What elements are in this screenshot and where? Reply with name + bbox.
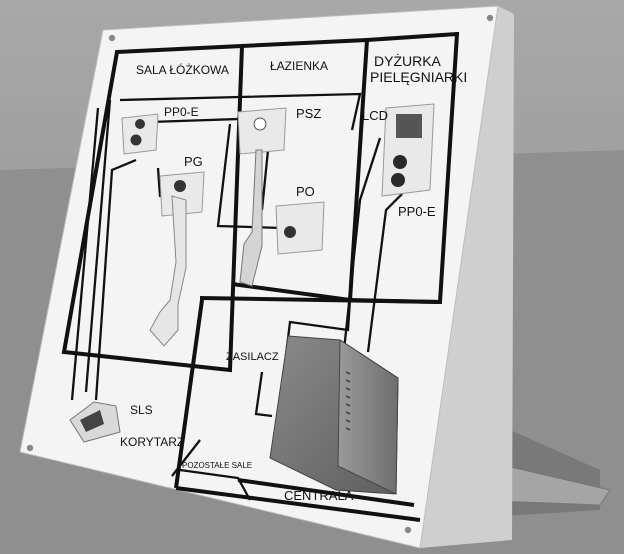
label-sala: SALA ŁÓŻKOWA bbox=[136, 62, 229, 77]
screw bbox=[404, 526, 412, 534]
label-sls: SLS bbox=[130, 403, 153, 417]
label-pp0e-sala: PP0-E bbox=[164, 105, 199, 119]
device-lcd-panel bbox=[381, 103, 435, 197]
wires bbox=[70, 92, 403, 501]
device-psz bbox=[237, 107, 287, 287]
device-pg bbox=[149, 171, 205, 347]
room-outlines bbox=[61, 31, 460, 522]
device-sls-lamp bbox=[69, 401, 121, 443]
label-psz: PSZ bbox=[296, 106, 321, 121]
label-dyzurka-2: PIELĘGNIARKI bbox=[370, 69, 467, 85]
label-lcd: LCD bbox=[362, 108, 388, 123]
label-pg: PG bbox=[184, 154, 203, 169]
board-panel bbox=[19, 5, 499, 549]
label-centrala: CENTRALA bbox=[284, 488, 354, 503]
screw bbox=[26, 444, 34, 452]
label-pozostale-sale: POZOSTAŁE SALE bbox=[182, 461, 252, 470]
board-edge bbox=[420, 6, 514, 548]
label-korytarz: KORYTARZ bbox=[120, 435, 184, 449]
screw bbox=[486, 14, 494, 22]
screw bbox=[108, 34, 116, 42]
label-dyzurka-1: DYŻURKA bbox=[374, 52, 442, 69]
label-po: PO bbox=[296, 184, 315, 199]
label-pp0e-dyzurka: PP0-E bbox=[398, 204, 436, 219]
device-po bbox=[275, 201, 325, 255]
label-zasilacz: ZASILACZ bbox=[226, 351, 279, 363]
power-supply-box bbox=[269, 335, 399, 495]
label-lazienka: ŁAZIENKA bbox=[270, 59, 328, 73]
device-pp0e-sala bbox=[121, 113, 159, 155]
